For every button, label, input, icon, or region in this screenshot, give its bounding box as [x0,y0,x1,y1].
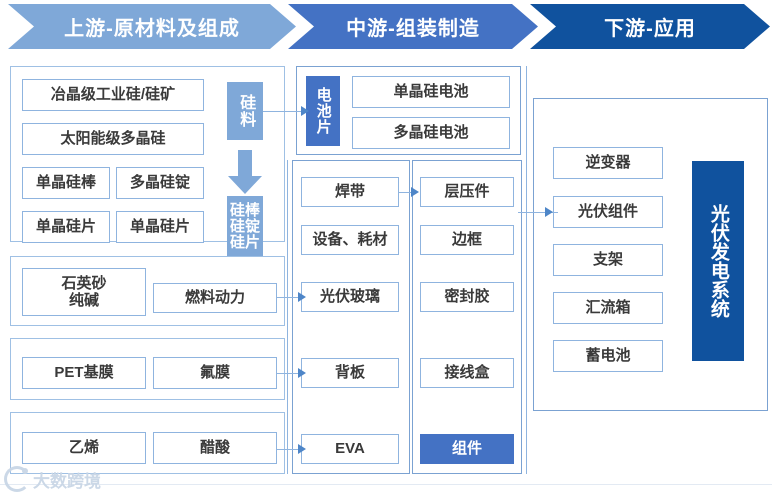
box-label: 组件 [451,440,482,458]
box-label: 边框 [451,231,482,249]
stage-label: 硅料 [237,94,255,128]
box-metallurgical-silicon[interactable]: 冶晶级工业硅/硅矿 [22,79,204,111]
box-label: 醋酸 [199,439,230,457]
box-pv-module[interactable]: 光伏组件 [553,196,663,228]
spine-midstream-left [287,160,288,474]
box-mono-wafer-2[interactable]: 单晶硅片 [116,211,204,243]
arrow-right-icon [298,292,306,302]
box-bracket[interactable]: 支架 [553,244,663,276]
box-label: 蓄电池 [585,347,631,365]
watermark: 大数跨境 [4,466,101,492]
box-label: 燃料动力 [184,289,245,307]
box-mono-wafer-1[interactable]: 单晶硅片 [22,211,110,243]
box-frame[interactable]: 边框 [420,225,514,255]
box-label: 乙烯 [68,439,99,457]
connector-film-to-backsheet [277,373,304,374]
banner-midstream-label: 中游-组装制造 [346,18,480,40]
box-fluorine-film[interactable]: 氟膜 [153,357,277,389]
box-combiner-box[interactable]: 汇流箱 [553,292,663,324]
connector-acetic-to-eva [277,449,304,450]
box-poly-silicon-ingot[interactable]: 多晶硅锭 [116,167,204,199]
box-label: 接线盒 [444,364,490,382]
box-laminate[interactable]: 层压件 [420,177,514,207]
box-label: 多晶硅锭 [129,174,190,192]
connector-fuel-to-pvglass [277,297,304,298]
box-poly-cell[interactable]: 多晶硅电池 [352,117,510,149]
banner-upstream-label: 上游-原材料及组成 [64,18,240,40]
box-label: 支架 [592,251,623,269]
arrow-right-icon [411,187,419,197]
box-label: 多晶硅电池 [393,124,469,142]
box-quartz-soda[interactable]: 石英砂 纯碱 [22,268,146,316]
box-module[interactable]: 组件 [420,434,514,464]
box-label: 单晶硅电池 [393,83,469,101]
box-label: 单晶硅棒 [35,174,96,192]
connector-ribbon-to-laminate [399,192,417,193]
stage-ingot-wafer[interactable]: 硅棒 硅锭 硅片 [227,196,263,258]
box-label: 太阳能级多晶硅 [60,130,166,148]
arrow-right-icon [545,207,553,217]
box-label: 光伏组件 [577,203,638,221]
box-inverter[interactable]: 逆变器 [553,147,663,179]
box-pet-base-film[interactable]: PET基膜 [22,357,146,389]
box-fuel-power[interactable]: 燃料动力 [153,283,277,313]
box-label: PET基膜 [54,364,114,382]
box-backsheet[interactable]: 背板 [301,358,399,388]
banner-downstream[interactable]: 下游-应用 [530,4,770,49]
box-label: 光伏玻璃 [319,288,380,306]
box-label: 汇流箱 [585,299,631,317]
bottom-divider [0,484,772,485]
box-equipment-consumables[interactable]: 设备、耗材 [301,225,399,255]
box-junction-box[interactable]: 接线盒 [420,358,514,388]
spine-midstream-right [526,66,527,474]
connector-feedstock-to-cell [263,111,304,112]
box-label: 氟膜 [199,364,230,382]
box-label: 石英砂 纯碱 [61,274,107,309]
box-eva[interactable]: EVA [301,434,399,464]
box-label: 层压件 [444,183,490,201]
connector-module-to-pvmodule [518,212,558,213]
box-label: 冶晶级工业硅/硅矿 [50,86,176,104]
box-solar-polysilicon[interactable]: 太阳能级多晶硅 [22,123,204,155]
banner-midstream[interactable]: 中游-组装制造 [288,4,538,49]
banner-upstream[interactable]: 上游-原材料及组成 [8,4,296,49]
box-label: 光伏发电系统 [707,204,729,318]
box-label: 背板 [334,364,365,382]
box-pv-power-system[interactable]: 光伏发电系统 [692,161,744,361]
box-sealant[interactable]: 密封胶 [420,282,514,312]
arrow-right-icon [301,106,309,116]
box-ethylene[interactable]: 乙烯 [22,432,146,464]
arrow-right-icon [298,444,306,454]
box-label: 单晶硅片 [35,218,96,236]
watermark-text: 大数跨境 [33,471,101,491]
banner-downstream-label: 下游-应用 [604,18,696,40]
box-ribbon[interactable]: 焊带 [301,177,399,207]
stage-silicon-feedstock[interactable]: 硅料 [227,82,263,140]
arrow-right-icon [298,368,306,378]
box-pv-glass[interactable]: 光伏玻璃 [301,282,399,312]
box-label: 设备、耗材 [312,231,388,249]
midstream-assembly-column [412,160,522,474]
box-label: 密封胶 [444,288,490,306]
box-storage-battery[interactable]: 蓄电池 [553,340,663,372]
midstream-material-column [292,160,410,474]
box-label: 逆变器 [585,154,631,172]
box-label: EVA [335,440,365,458]
stage-label: 硅棒 硅锭 硅片 [229,202,260,251]
down-arrow-icon [228,150,262,194]
box-mono-cell[interactable]: 单晶硅电池 [352,76,510,108]
box-acetic-acid[interactable]: 醋酸 [153,432,277,464]
stage-label: 电池片 [314,87,332,135]
stage-solar-cell[interactable]: 电池片 [306,76,340,146]
watermark-logo-icon [4,466,30,492]
box-mono-silicon-rod[interactable]: 单晶硅棒 [22,167,110,199]
box-label: 焊带 [334,183,365,201]
box-label: 单晶硅片 [129,218,190,236]
